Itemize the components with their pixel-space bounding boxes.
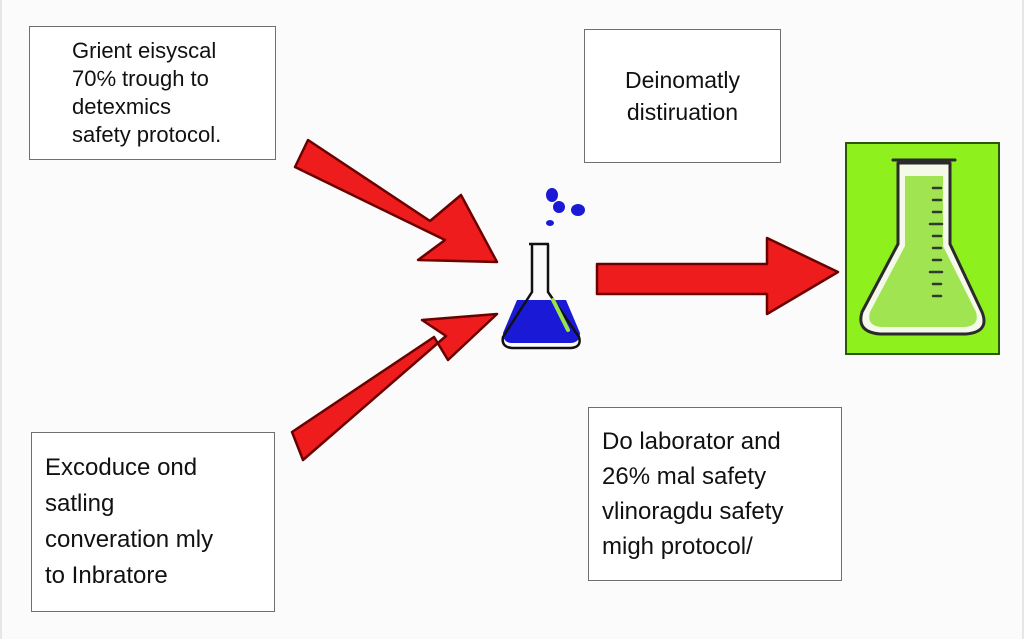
text-line: Excoduce ond: [45, 454, 198, 481]
text-line: Deinomatly: [624, 67, 741, 93]
text-line: safety protocol.: [72, 122, 222, 147]
text-box-bottom-right: Do laborator and 26% mal safety vlinorag…: [588, 407, 842, 581]
text-line: vlinoragdu safety: [602, 498, 784, 525]
text-box-top-left: Grient eisyscal 70℅ trough to detexmics …: [29, 26, 276, 160]
text-box-bottom-left: Excoduce ond satling converation mly to …: [31, 432, 275, 612]
text-line: Do laborator and: [602, 428, 781, 455]
text-line: converation mly: [45, 526, 214, 553]
arrow-bottom-left: [290, 312, 499, 462]
arrow-top-left: [293, 138, 499, 264]
flask-icon: [859, 158, 986, 336]
text-line: to Inbratore: [45, 562, 168, 589]
text-line: Grient eisyscal: [72, 38, 217, 63]
text-line: migh protocol/: [602, 533, 753, 560]
text-box-top-middle: Deinomatly distiruation: [584, 29, 781, 163]
text-line: 70℅ trough to: [72, 66, 209, 91]
text-line: detexmics: [72, 94, 172, 119]
text-line: satling: [45, 490, 115, 517]
arrow-right: [595, 236, 840, 316]
text-line: distiruation: [626, 99, 739, 125]
text-line: 26% mal safety: [602, 463, 767, 490]
bubbles-icon: [546, 188, 585, 226]
flask-icon: [501, 242, 581, 350]
